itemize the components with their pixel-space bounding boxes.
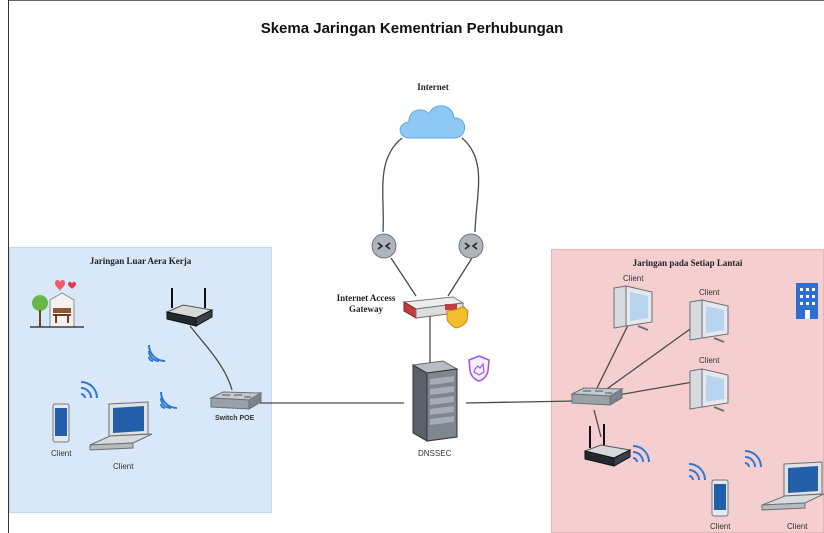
client-label: Client — [699, 288, 720, 297]
link-cloud-router-left — [382, 137, 403, 233]
client-label: Client — [113, 462, 134, 471]
laptop-icon — [89, 401, 153, 451]
wifi-icon — [80, 381, 98, 399]
tablet-icon — [52, 403, 70, 443]
floor-network-zone: Jaringan pada Setiap Lantai — [551, 249, 824, 533]
client-label: Client — [699, 356, 720, 365]
link-floor-switch-client-2 — [603, 326, 694, 392]
internet-label: Internet — [417, 82, 449, 92]
wifi-icon — [688, 463, 706, 481]
diagram-title: Skema Jaringan Kementrian Perhubungan — [260, 20, 564, 37]
client-label: Client — [787, 522, 808, 531]
top-border — [8, 0, 824, 1]
building-icon — [796, 283, 818, 319]
shield-icon — [468, 355, 490, 382]
desktop-computer-icon — [689, 299, 729, 343]
link-floor-switch-ap — [593, 409, 602, 438]
wifi-icon — [148, 344, 166, 362]
link-router-left-gateway — [390, 257, 417, 297]
link-dnssec-floor-switch — [465, 400, 576, 404]
floor-network-zone-title: Jaringan pada Setiap Lantai — [632, 258, 743, 268]
link-left-ap-switch — [189, 325, 233, 391]
desktop-computer-icon — [613, 285, 653, 331]
wireless-access-point-icon — [165, 288, 214, 327]
wifi-icon — [632, 445, 650, 463]
left-border — [8, 0, 9, 533]
client-label: Client — [710, 522, 731, 531]
switch-icon — [209, 391, 263, 410]
switch-poe-label: Switch POE — [215, 415, 255, 422]
laptop-icon — [761, 461, 824, 511]
link-cloud-router-right — [461, 137, 480, 233]
wifi-icon — [744, 450, 762, 468]
client-label: Client — [51, 449, 72, 458]
gateway-label-line-2: Gateway — [349, 304, 383, 314]
cloud-icon — [399, 105, 466, 139]
client-label: Client — [623, 274, 644, 283]
tablet-icon — [711, 479, 729, 517]
gateway-label: Internet Access Gateway — [327, 293, 405, 315]
server-rack-icon — [411, 360, 459, 442]
link-floor-switch-client-1 — [595, 314, 634, 391]
park-icon — [30, 280, 84, 328]
dnssec-label: DNSSEC — [418, 449, 452, 458]
link-floor-switch-client-3 — [611, 381, 694, 397]
outside-work-area-zone-title: Jaringan Luar Aera Kerja — [89, 256, 192, 266]
wifi-icon — [160, 391, 178, 409]
router-icon — [458, 233, 484, 259]
gateway-label-line-1: Internet Access — [336, 293, 396, 303]
router-icon — [371, 233, 397, 259]
desktop-computer-icon — [689, 368, 729, 412]
wireless-access-point-icon — [583, 424, 632, 467]
switch-icon — [570, 387, 624, 406]
link-router-right-gateway — [447, 257, 473, 297]
firewall-icon — [402, 296, 469, 329]
